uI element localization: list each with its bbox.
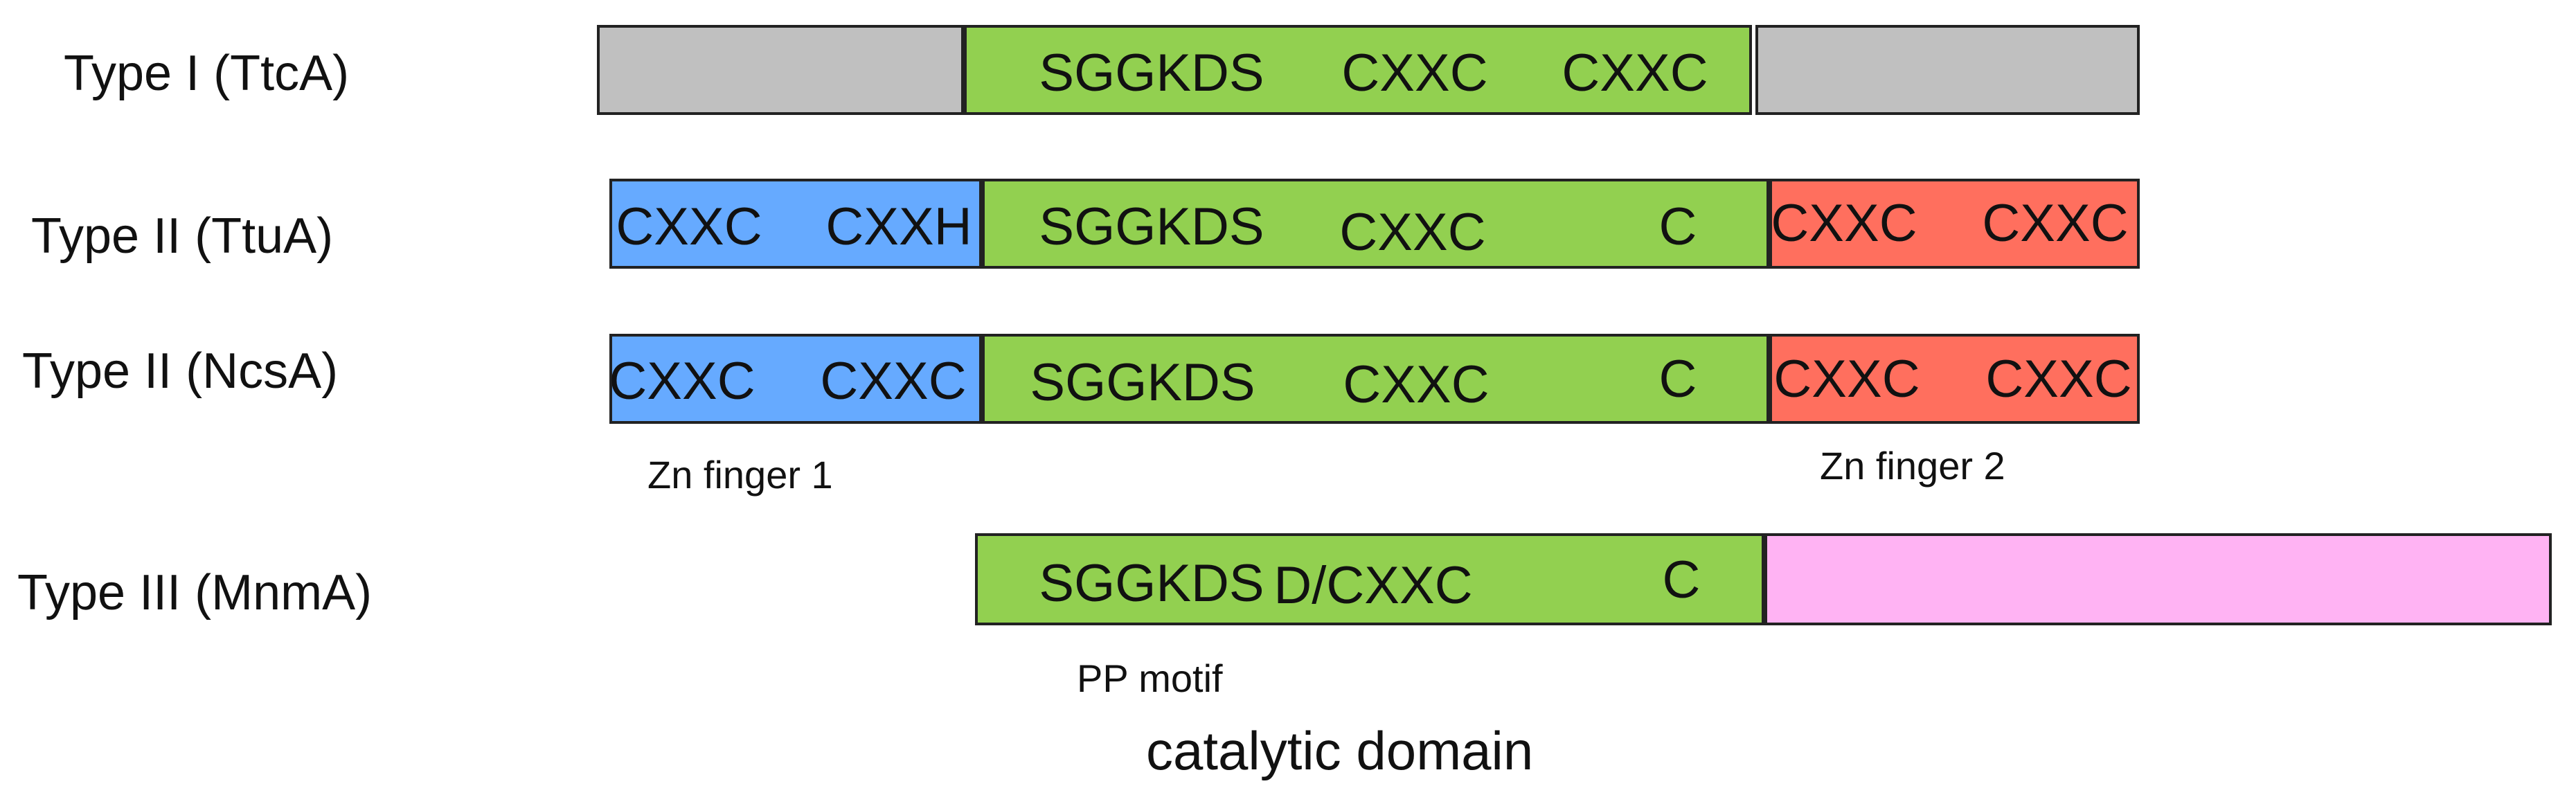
ttca-n-terminal-domain bbox=[597, 25, 964, 115]
mnma-c-terminal-domain bbox=[1764, 533, 2552, 625]
ncsa-zn-finger-2-domain bbox=[1769, 334, 2140, 424]
ttua-motif-sggkds: SGGKDS bbox=[1039, 197, 1264, 256]
ttua-motif-cxxc-1: CXXC bbox=[616, 197, 762, 256]
ncsa-motif-c: C bbox=[1658, 350, 1697, 409]
zn-finger-1-caption: Zn finger 1 bbox=[647, 453, 833, 497]
ncsa-motif-cxxc-1: CXXC bbox=[609, 352, 755, 411]
ttua-zn-finger-2-domain bbox=[1769, 179, 2140, 269]
ncsa-zn-finger-1-domain bbox=[609, 334, 982, 424]
ncsa-motif-cxxc-5: CXXC bbox=[1985, 350, 2132, 409]
ttca-motif-cxxc-1: CXXC bbox=[1341, 44, 1488, 102]
row-label-type-ii-ncsa: Type II (NcsA) bbox=[22, 343, 339, 399]
ncsa-motif-cxxc-3: CXXC bbox=[1343, 355, 1490, 414]
mnma-motif-c: C bbox=[1662, 551, 1701, 609]
ttua-zn-finger-1-domain bbox=[609, 179, 982, 269]
ttua-motif-cxxc-2: CXXC bbox=[1339, 203, 1486, 262]
mnma-motif-d-cxxc: D/CXXC bbox=[1273, 556, 1473, 615]
ttua-motif-c: C bbox=[1658, 197, 1697, 256]
ttua-motif-cxxc-3: CXXC bbox=[1771, 194, 1917, 253]
ttca-motif-cxxc-2: CXXC bbox=[1562, 44, 1708, 102]
row-label-type-i-ttca: Type I (TtcA) bbox=[64, 46, 350, 101]
mnma-catalytic-domain bbox=[975, 533, 1764, 625]
ncsa-catalytic-domain bbox=[982, 334, 1769, 424]
pp-motif-caption: PP motif bbox=[1077, 656, 1223, 700]
ttca-motif-sggkds: SGGKDS bbox=[1039, 44, 1264, 102]
ttua-motif-cxxh: CXXH bbox=[825, 197, 972, 256]
catalytic-domain-caption: catalytic domain bbox=[1146, 720, 1534, 781]
ttca-catalytic-domain bbox=[964, 25, 1752, 115]
mnma-motif-sggkds: SGGKDS bbox=[1039, 554, 1264, 613]
ttca-c-terminal-domain bbox=[1755, 25, 2140, 115]
ncsa-motif-cxxc-4: CXXC bbox=[1773, 350, 1920, 409]
row-label-type-iii-mnma: Type III (MnmA) bbox=[17, 565, 373, 620]
ncsa-motif-sggkds: SGGKDS bbox=[1030, 353, 1255, 412]
row-label-type-ii-ttua: Type II (TtuA) bbox=[31, 208, 334, 264]
ttua-catalytic-domain bbox=[982, 179, 1769, 269]
ncsa-motif-cxxc-2: CXXC bbox=[820, 352, 967, 411]
ttua-motif-cxxc-4: CXXC bbox=[1982, 194, 2129, 253]
zn-finger-2-caption: Zn finger 2 bbox=[1820, 444, 2005, 488]
